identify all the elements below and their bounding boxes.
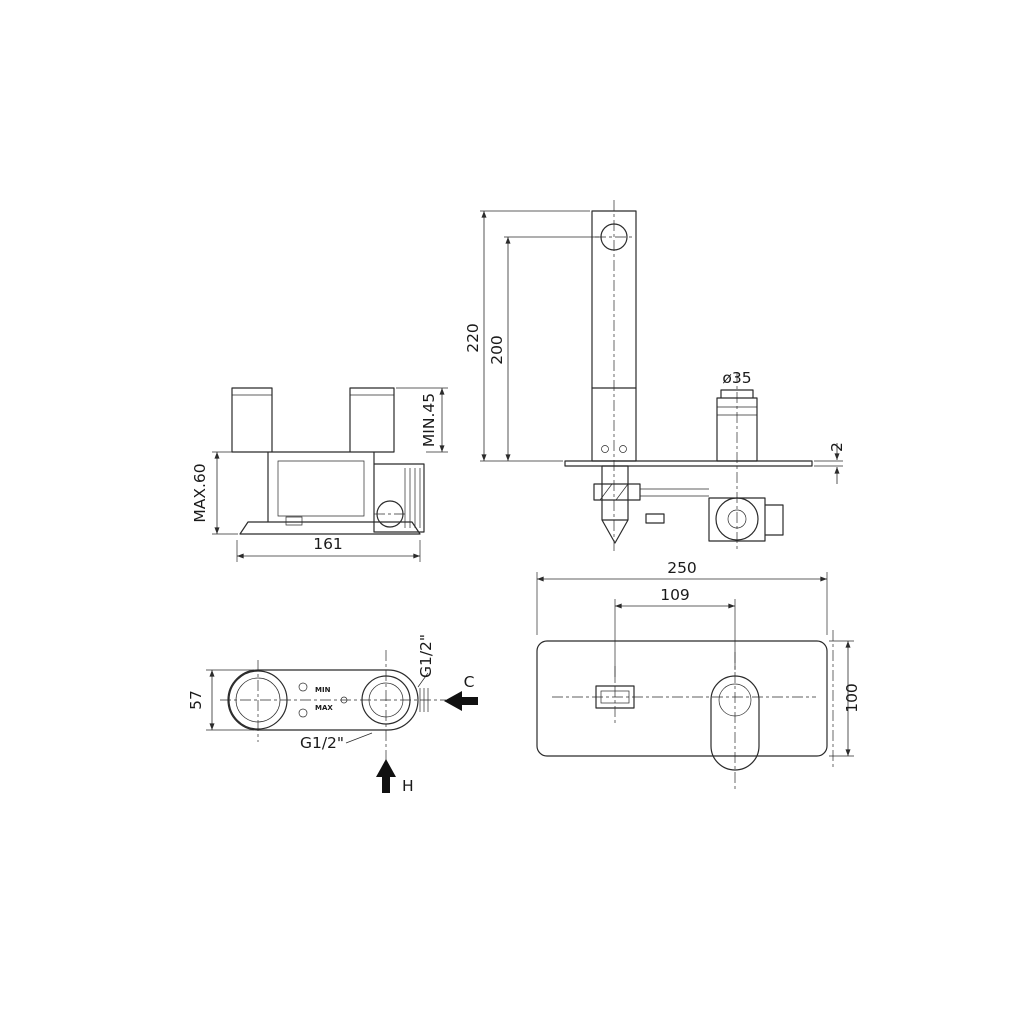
plan-left-port-inner	[235, 677, 281, 723]
dim-label-220: 220	[464, 323, 482, 353]
label-hot: H	[402, 777, 414, 795]
view-body-plan: 57 G1/2" G1/2" C H MIN MAX	[187, 634, 478, 795]
view-body-side: MAX.60 MIN.45 161	[191, 387, 448, 562]
plate-centerlines	[552, 630, 834, 790]
view-spout-projection: 220 200 ø35 2	[464, 200, 846, 552]
plan-thread-hatch	[419, 688, 429, 712]
dim-label-161: 161	[313, 535, 343, 553]
plan-screw-top	[298, 682, 308, 692]
dim-label-57: 57	[187, 690, 205, 710]
handle-cylinder	[716, 389, 758, 462]
plan-left-port-outer	[228, 670, 288, 730]
hot-arrow-icon	[376, 759, 396, 793]
plan-body-outline	[227, 669, 419, 731]
wall-plate-edge	[564, 460, 813, 467]
plan-small-pin	[340, 696, 348, 704]
label-thread-bottom: G1/2"	[300, 734, 344, 752]
valve-inner-circle	[727, 509, 747, 529]
plate-extension-lines	[536, 572, 854, 757]
handle-front-outline	[710, 675, 760, 771]
dim-label-100: 100	[843, 683, 861, 713]
spout-screw-left	[601, 445, 609, 453]
plan-screw-bottom	[298, 708, 308, 718]
plate-outline	[536, 640, 828, 757]
plan-right-port-outer	[361, 675, 411, 725]
label-min: MIN	[315, 686, 331, 694]
dim-label-max60: MAX.60	[191, 463, 209, 522]
label-thread-top: G1/2"	[417, 634, 435, 678]
spout-extension-lines	[480, 210, 843, 467]
dim-label-200: 200	[488, 335, 506, 365]
mounting-hardware	[593, 465, 784, 544]
handle-pivot-circle	[718, 683, 752, 717]
plan-leader-lines	[345, 672, 429, 744]
dim-label-plate-thickness: 2	[828, 442, 846, 452]
spout-outlet-front	[595, 685, 635, 709]
label-max: MAX	[315, 704, 333, 712]
plan-centerlines	[220, 650, 446, 762]
dim-label-109: 109	[660, 586, 690, 604]
body-side-details	[232, 394, 421, 528]
valve-body-circle	[715, 497, 759, 541]
body-side-extension-lines	[212, 387, 448, 562]
handle-grooves	[717, 406, 757, 416]
dim-label-250: 250	[667, 559, 697, 577]
cold-arrow-icon	[444, 691, 478, 711]
spout-screw-right	[619, 445, 627, 453]
plan-right-port-inner	[368, 682, 404, 718]
view-plate-front: 250 109 100	[536, 559, 861, 790]
mounting-hatch	[599, 483, 709, 501]
dim-label-handle-diameter: ø35	[722, 369, 751, 387]
spout-outlet-inner	[600, 690, 630, 704]
label-cold: C	[464, 673, 475, 691]
dim-label-min45: MIN.45	[420, 393, 438, 447]
body-side-outline	[231, 387, 425, 535]
aerator-circle	[600, 223, 628, 251]
